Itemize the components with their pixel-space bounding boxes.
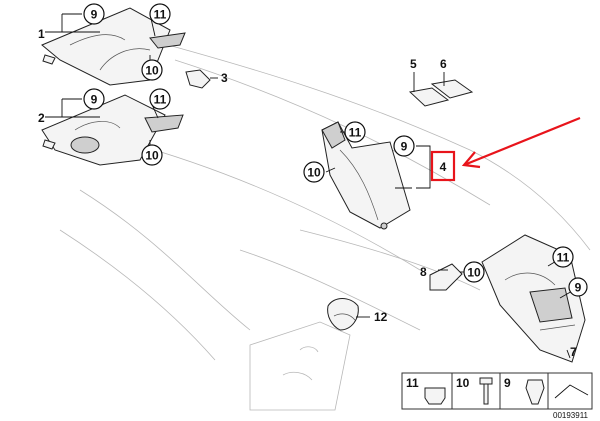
legend-label-11: 11 — [406, 376, 419, 390]
callout-6: 6 — [440, 57, 447, 71]
callout-11-middle: 11 — [149, 88, 171, 110]
callout-5: 5 — [410, 57, 417, 71]
callout-2: 2 — [38, 111, 45, 125]
callout-12: 12 — [374, 310, 388, 324]
callout-9-rear: 9 — [568, 277, 588, 297]
legend-label-10: 10 — [456, 376, 470, 390]
svg-text:11: 11 — [349, 126, 362, 140]
svg-text:12: 12 — [374, 310, 388, 324]
callout-10-rear: 10 — [463, 261, 485, 283]
part-6-cover-strip[interactable] — [430, 79, 474, 99]
part-5-cover-strip[interactable] — [408, 87, 450, 107]
callout-10-b-pillar: 10 — [303, 161, 325, 183]
clip-nut-icon — [424, 387, 446, 405]
seat-back-outline — [249, 321, 351, 411]
callout-4-highlighted[interactable]: 4 — [430, 150, 456, 182]
part-8-cover-cap[interactable] — [429, 263, 463, 291]
svg-text:9: 9 — [91, 8, 98, 22]
svg-text:10: 10 — [467, 266, 481, 280]
callout-3: 3 — [221, 71, 228, 85]
svg-text:8: 8 — [420, 265, 427, 279]
callout-9-upper: 9 — [83, 3, 105, 25]
svg-text:7: 7 — [570, 345, 577, 359]
part-2-a-pillar-trim-lower[interactable] — [41, 94, 184, 166]
svg-text:9: 9 — [575, 281, 582, 295]
callout-11-rear: 11 — [552, 246, 574, 268]
part-4-b-pillar-trim[interactable] — [321, 121, 411, 230]
svg-text:10: 10 — [307, 166, 321, 180]
callout-11-b-pillar: 11 — [344, 121, 366, 143]
fastener-legend: 11 10 9 — [401, 372, 593, 410]
callout-9-middle: 9 — [83, 88, 105, 110]
svg-text:3: 3 — [221, 71, 228, 85]
callout-8: 8 — [420, 265, 427, 279]
svg-text:5: 5 — [410, 57, 417, 71]
red-pointer-arrow — [461, 116, 581, 169]
document-number: 00193911 — [553, 411, 589, 420]
callout-10-middle: 10 — [141, 144, 163, 166]
svg-text:10: 10 — [145, 149, 159, 163]
svg-text:11: 11 — [154, 93, 167, 107]
svg-text:2: 2 — [38, 111, 45, 125]
callout-9-b-pillar: 9 — [393, 135, 415, 157]
part-3-clip[interactable] — [185, 69, 211, 89]
callout-11-upper: 11 — [149, 3, 171, 25]
svg-text:4: 4 — [440, 160, 447, 174]
svg-text:9: 9 — [401, 140, 408, 154]
part-1-a-pillar-trim-upper[interactable] — [41, 7, 186, 86]
svg-text:10: 10 — [145, 64, 159, 78]
legend-label-9: 9 — [504, 376, 511, 390]
trim-symbol-icon — [554, 384, 589, 399]
svg-text:11: 11 — [154, 8, 167, 22]
vehicle-outline — [59, 39, 591, 361]
callout-10-upper: 10 — [141, 59, 163, 81]
push-clip-icon — [525, 379, 545, 405]
callout-7: 7 — [570, 345, 577, 359]
callout-1: 1 — [38, 27, 45, 41]
part-12-trim-cap[interactable] — [327, 298, 359, 331]
svg-text:6: 6 — [440, 57, 447, 71]
svg-text:11: 11 — [557, 251, 570, 265]
screw-icon — [479, 377, 493, 405]
svg-text:9: 9 — [91, 93, 98, 107]
leader-lines — [45, 13, 575, 359]
svg-text:1: 1 — [38, 27, 45, 41]
